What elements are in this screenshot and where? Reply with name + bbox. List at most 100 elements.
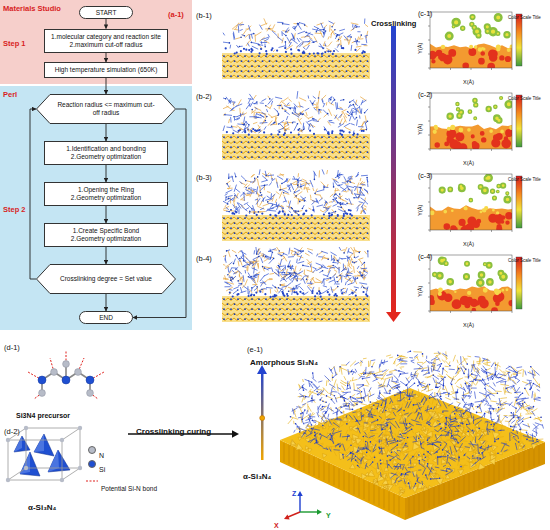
flow-connector xyxy=(106,206,107,223)
label-holder: (b-2) xyxy=(196,85,212,103)
plot-frame xyxy=(430,93,512,149)
crystal-substrate xyxy=(222,134,370,160)
label-holder: X(Å) xyxy=(463,232,474,250)
nitrogen-atom xyxy=(60,438,64,442)
polymer-atoms xyxy=(226,250,369,294)
end-terminal: END xyxy=(79,311,133,324)
nitrogen-atom xyxy=(24,466,28,470)
label-holder: (c-4) xyxy=(418,245,432,263)
label-holder: (d-2) xyxy=(4,420,20,438)
polymer-bonds-blue xyxy=(223,91,368,133)
crosslinking-arrow-shaft xyxy=(391,26,396,312)
panel-label: (c-4) xyxy=(418,253,432,261)
label-holder: Y(Å) xyxy=(415,279,426,297)
nitrogen-atom xyxy=(6,438,10,442)
si-n-tetrahedron xyxy=(48,450,70,472)
tetrahedron-face xyxy=(34,434,44,452)
label-holder: (a-1) xyxy=(168,3,184,21)
silicon-atom xyxy=(62,376,70,384)
x-axis xyxy=(288,512,300,517)
label-holder: Color Scale Title xyxy=(508,5,541,23)
node-text: High temperature simulation (650K) xyxy=(55,66,158,74)
polymer-bonds-blue xyxy=(224,247,368,295)
color-scale-bar xyxy=(516,14,522,66)
legend-swatch xyxy=(88,460,96,468)
flow-connector xyxy=(106,165,107,182)
scale-title: Color Scale Title xyxy=(508,15,541,20)
process-arrow-head xyxy=(232,430,239,438)
plot-frame xyxy=(430,174,512,230)
nitrogen-atom xyxy=(51,369,58,376)
axis-label: X(Å) xyxy=(463,160,474,166)
step-label: Step 1 xyxy=(3,38,26,49)
legend-text: N xyxy=(99,452,104,460)
label-holder: Z xyxy=(292,482,296,500)
label-holder: Y xyxy=(326,504,331,522)
panel-label: (b-1) xyxy=(196,12,212,21)
label-holder: α-Si₃N₄ xyxy=(28,496,56,514)
density-high xyxy=(444,212,513,230)
node-text: Crosslinking degree = Set value xyxy=(60,275,152,283)
panel-label: (c-2) xyxy=(418,91,432,99)
crystal-substrate xyxy=(222,53,370,79)
density-mid xyxy=(430,206,499,215)
nitrogen-atom xyxy=(24,426,28,430)
si-n-tetrahedron xyxy=(20,452,40,476)
crystal-lattice xyxy=(222,298,369,321)
layer-label: Amorphous Si₃N₄ xyxy=(250,358,318,367)
density-low xyxy=(439,174,512,204)
process-label: Crosslinking curing xyxy=(136,427,211,436)
legend-text: Si xyxy=(99,466,105,474)
label-holder: (c-1) xyxy=(418,2,432,20)
crystal-atoms xyxy=(223,136,368,158)
script-region: PerlStep 2Reaction radius <= maximum cut… xyxy=(0,86,192,330)
process-box: 1.Create Specific Bond2.Geometry optimiz… xyxy=(44,223,168,247)
label-holder: Color Scale Title xyxy=(508,248,541,266)
axis-ticks xyxy=(428,255,512,313)
crystal-lattice xyxy=(222,136,369,159)
label-holder: X(Å) xyxy=(463,313,474,331)
polymer-atoms xyxy=(224,97,368,131)
density-mid xyxy=(433,125,512,134)
z-axis xyxy=(299,495,300,512)
node-text: 1.Identification and bonding xyxy=(66,145,146,153)
axis-label: Y(Å) xyxy=(417,286,423,297)
density-low-core xyxy=(447,15,508,38)
legend-text: Potential Si-N bond xyxy=(101,485,157,492)
label-holder: Crosslinking curing xyxy=(136,420,211,438)
decision-hexagon: Crosslinking degree = Set value xyxy=(36,264,176,294)
label-holder: Y(Å) xyxy=(415,117,426,135)
polymer-bonds-orange xyxy=(232,18,368,52)
label-holder: (c-3) xyxy=(418,164,432,182)
scale-title: Color Scale Title xyxy=(508,96,541,101)
plot-frame xyxy=(430,12,512,68)
density-low-core xyxy=(448,97,510,122)
figure-caption: Si3N4 precursor xyxy=(16,412,70,420)
node-text: 2.Geometry optimization xyxy=(71,153,141,161)
region-title: Materials Studio xyxy=(3,3,61,14)
polymer-bonds-blue xyxy=(223,169,368,214)
polymer-atoms xyxy=(229,23,363,50)
node-text: 2.Geometry optimization xyxy=(71,194,141,202)
axis-label: Y(Å) xyxy=(417,124,423,135)
axis-label: Y(Å) xyxy=(417,205,423,216)
network-bonds-blue xyxy=(292,351,544,489)
figure-caption: α-Si₃N₄ xyxy=(28,503,56,512)
panel-label: (e-1) xyxy=(247,346,263,355)
label-holder: X(Å) xyxy=(463,70,474,88)
interface-atoms xyxy=(226,128,365,136)
node-text: 2.Geometry optimization xyxy=(71,235,141,243)
decision-hexagon: Reaction radius <= maximum cut-off radiu… xyxy=(36,94,176,124)
label-holder: Color Scale Title xyxy=(508,167,541,185)
panel-label: (d-1) xyxy=(4,344,20,353)
panel-label: (a-1) xyxy=(168,11,184,20)
label-holder: Crosslinking xyxy=(371,12,416,30)
color-scale-bar xyxy=(516,176,522,228)
density-mid xyxy=(441,44,512,52)
label-holder: X xyxy=(274,514,279,530)
crystal-atoms xyxy=(223,55,368,77)
crystal-atoms xyxy=(223,298,368,320)
nitrogen-atom xyxy=(75,369,82,376)
label-holder: Y(Å) xyxy=(415,36,426,54)
